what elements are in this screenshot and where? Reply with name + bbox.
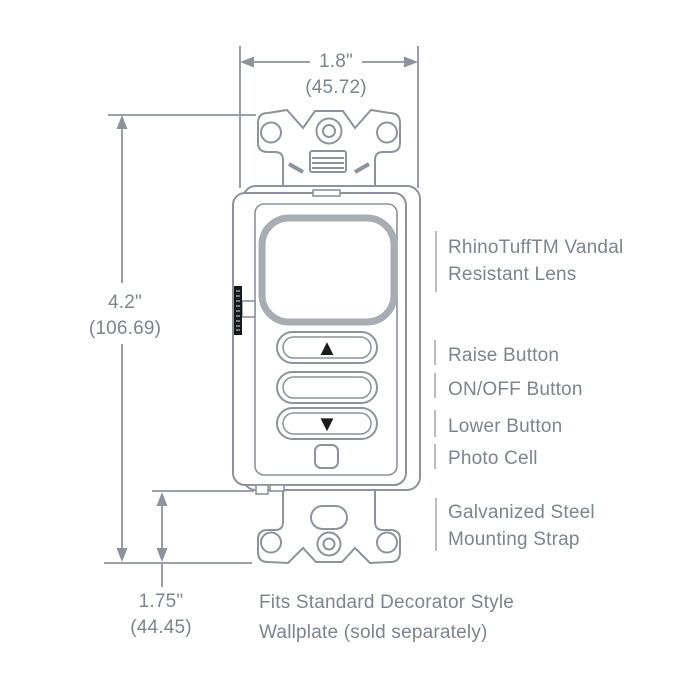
strap-tick-left (288, 162, 304, 174)
arrowhead-down-icon (116, 548, 128, 562)
wallplate-footnote: Fits Standard Decorator Style Wallplate … (259, 592, 515, 643)
bottom-mounting-strap (257, 485, 401, 565)
strap-offset-dimension-label: 1.75" (44.45) (101, 589, 221, 641)
arrowhead-up-icon (156, 492, 168, 506)
height-dimension-label: 4.2" (106.69) (55, 290, 195, 342)
width-dimension-label: 1.8" (45.72) (276, 49, 396, 101)
vandal-resistant-lens (258, 214, 398, 326)
arrowhead-right-icon (404, 56, 418, 68)
left-height-dimension (104, 114, 256, 564)
raise-arrow-icon: ▲ (316, 335, 338, 360)
bottom-tab (255, 484, 269, 495)
photo-cell (314, 444, 339, 469)
callout-photocell: Photo Cell (448, 448, 538, 469)
mounting-screw-icon (315, 117, 343, 145)
side-tab (241, 300, 256, 318)
onoff-button (276, 371, 378, 404)
callout-raise: Raise Button (448, 345, 560, 366)
callout-onoff: ON/OFF Button (448, 379, 583, 400)
mounting-screw-icon (322, 537, 336, 551)
mounting-screw-icon (322, 124, 336, 138)
strap-hole-left (260, 121, 282, 144)
vertical-brand-label (234, 286, 242, 335)
height-inches: 4.2" (108, 292, 142, 313)
callout-lens: RhinoTuffTM Vandal Resistant Lens (448, 237, 624, 285)
callout-strap: Galvanized Steel Mounting Strap (448, 502, 595, 550)
callout-lower: Lower Button (448, 416, 563, 437)
width-inches: 1.8" (319, 51, 353, 72)
top-width-dimension (239, 46, 419, 188)
strap-tick-right (354, 162, 370, 174)
strap-offset-mm: (44.45) (130, 617, 192, 638)
button-group (276, 331, 378, 469)
bottom-tab (269, 484, 285, 492)
strap-hole-left (260, 531, 282, 554)
strap-offset-dimension (152, 490, 254, 587)
arrowhead-up-icon (116, 115, 128, 129)
strap-slot (310, 505, 348, 530)
top-clip-tab (312, 189, 341, 197)
strap-knockout (309, 150, 347, 173)
strap-offset-inches: 1.75" (138, 591, 184, 612)
arrowhead-down-icon (156, 548, 168, 562)
top-mounting-strap (257, 108, 401, 195)
lower-button (276, 407, 378, 440)
mounting-screw-icon (316, 531, 342, 557)
strap-hole-right (376, 531, 398, 554)
arrowhead-left-icon (240, 56, 254, 68)
callout-leader-lines (434, 231, 437, 551)
strap-hole-right (376, 121, 398, 144)
height-mm: (106.69) (88, 318, 162, 339)
lower-arrow-icon: ▼ (316, 411, 338, 436)
width-mm: (45.72) (305, 77, 367, 98)
raise-button (276, 331, 378, 364)
